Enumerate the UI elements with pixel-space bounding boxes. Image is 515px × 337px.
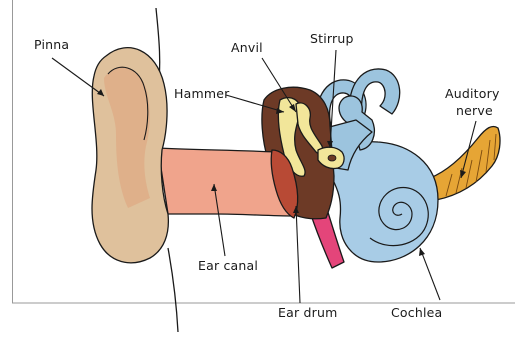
label-ear-canal: Ear canal bbox=[198, 258, 258, 273]
label-pinna: Pinna bbox=[34, 37, 69, 52]
stirrup-hole bbox=[328, 155, 336, 161]
label-stirrup: Stirrup bbox=[310, 31, 354, 46]
neck-outline bbox=[168, 248, 178, 332]
label-cochlea: Cochlea bbox=[391, 305, 442, 320]
label-ear-drum: Ear drum bbox=[278, 305, 337, 320]
label-auditory-nerve-line2: nerve bbox=[456, 103, 493, 118]
label-auditory-nerve-line1: Auditory bbox=[445, 86, 500, 101]
label-hammer: Hammer bbox=[174, 86, 230, 101]
label-anvil: Anvil bbox=[231, 40, 263, 55]
